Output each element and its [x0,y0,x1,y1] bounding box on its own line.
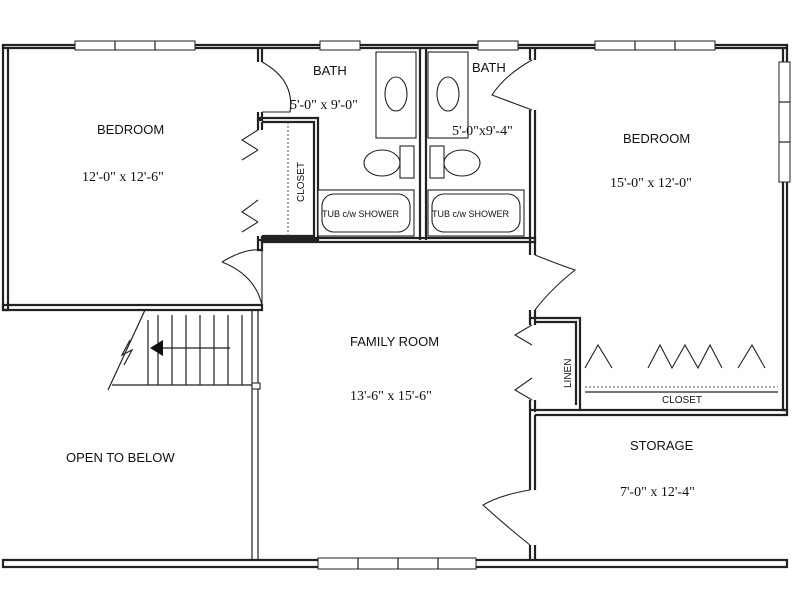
bedroom-left-label: BEDROOM [97,122,164,137]
storage-label: STORAGE [630,438,694,453]
bedroom-right-label: BEDROOM [623,131,690,146]
open-to-below-label: OPEN TO BELOW [66,450,175,465]
family-room-dim: 13'-6" x 15'-6" [350,389,432,404]
bath-left-dim: 5'-0" x 9'-0" [290,98,358,113]
bedroom-right-dim: 15'-0" x 12'-0" [610,176,692,191]
closet-horizontal-label: CLOSET [662,395,702,406]
bath-right-label: BATH [472,60,506,75]
bath-left-label: BATH [313,63,347,78]
tub-right-label: TUB c/w SHOWER [432,209,510,219]
arrow-left-icon [150,340,163,356]
doors [221,59,766,546]
linen-label: LINEN [563,359,574,388]
tub-left-label: TUB c/w SHOWER [322,209,400,219]
closet-rods [287,122,778,393]
stairs [107,309,261,391]
bedroom-left-dim: 12'-0" x 12'-6" [82,170,164,185]
windows [74,40,791,570]
closet-vertical-label: CLOSET [296,162,307,202]
storage-dim: 7'-0" x 12'-4" [620,485,695,500]
bath-right-dim: 5'-0"x9'-4" [452,124,513,139]
family-room-label: FAMILY ROOM [350,334,439,349]
fixtures [317,51,525,237]
room-labels: BEDROOM 12'-0" x 12'-6" BATH 5'-0" x 9'-… [66,60,702,500]
